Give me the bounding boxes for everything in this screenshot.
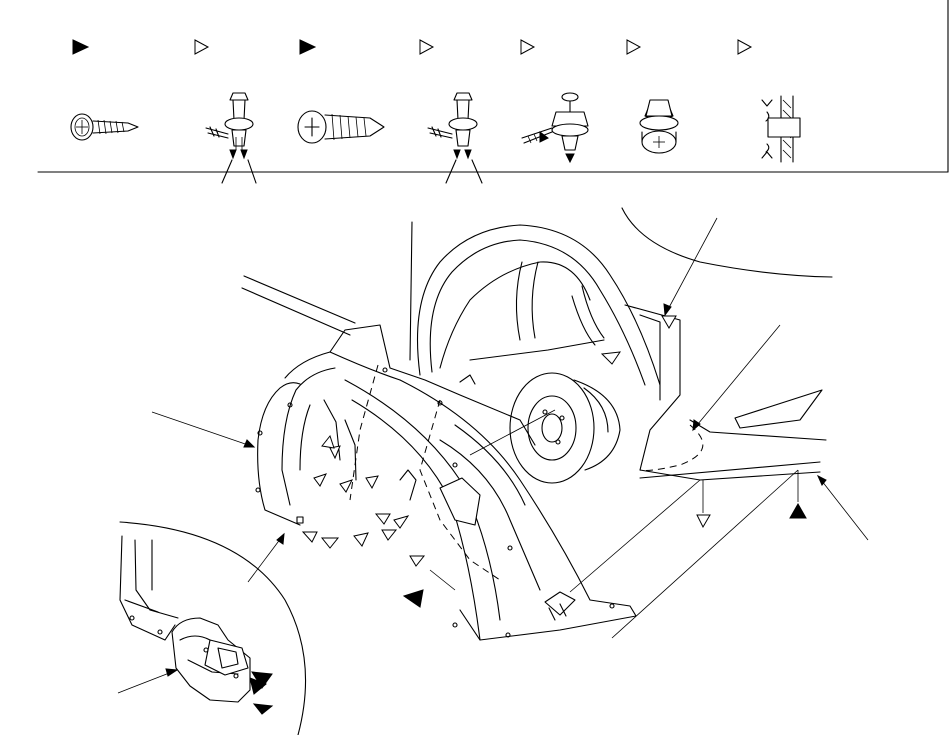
hollow-triangle-marker bbox=[194, 39, 210, 55]
front-fender-liner bbox=[255, 324, 637, 641]
legend-markers bbox=[72, 39, 753, 55]
hollow-triangle-marker bbox=[419, 39, 435, 55]
hollow-triangle-marker bbox=[520, 39, 536, 55]
liner-clip-markers bbox=[301, 315, 711, 567]
legend-frame bbox=[37, 0, 949, 184]
vehicle-body bbox=[241, 207, 833, 481]
clip-icon bbox=[521, 92, 589, 164]
grommet-icon bbox=[639, 99, 679, 154]
push-clip-icon bbox=[205, 92, 254, 160]
brake-disc bbox=[509, 372, 621, 484]
leader-lines bbox=[117, 217, 869, 694]
hollow-triangle-marker bbox=[737, 39, 753, 55]
screw-washer-icon bbox=[70, 113, 139, 141]
filled-triangle-marker bbox=[72, 39, 90, 55]
panel-clip-icon bbox=[761, 95, 801, 163]
tapping-screw-icon bbox=[297, 110, 385, 144]
screw-markers bbox=[249, 502, 807, 715]
detail-inset bbox=[119, 521, 307, 735]
push-clip-icon bbox=[427, 92, 478, 160]
hollow-triangle-marker bbox=[626, 39, 642, 55]
filled-triangle-marker bbox=[299, 39, 317, 55]
